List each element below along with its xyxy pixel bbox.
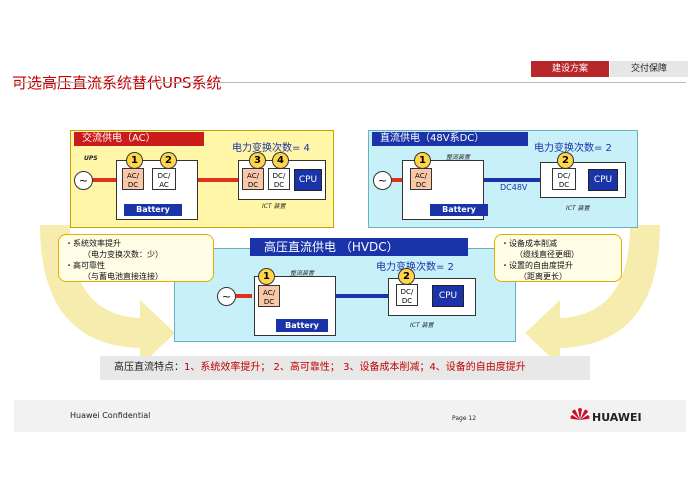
right-benefit-line-3: ・设置的自由度提升: [501, 261, 573, 270]
hvdc-cpu: CPU: [432, 285, 464, 307]
dc48-conversion-count: 电力变换次数= 2: [534, 143, 612, 154]
footer-bar: [14, 400, 686, 432]
right-benefit-line-1: ・设备成本削减: [501, 239, 557, 248]
page-title: 可选高压直流系统替代UPS系统: [12, 74, 222, 92]
summary-items: 1、系统效率提升； 2、高可靠性； 3、设备成本削减；4、设备的自由度提升: [184, 362, 526, 373]
ac-ict-caption: ICT 装置: [262, 203, 286, 210]
huawei-brand: HUAWEI: [592, 411, 642, 424]
ac-unit-acdc: AC/ DC: [122, 168, 144, 190]
ac-marker-4: 4: [272, 152, 289, 169]
ac-marker-2: 2: [160, 152, 177, 169]
dc48-unit-acdc: AC/ DC: [410, 168, 432, 190]
ac-marker-3: 3: [249, 152, 266, 169]
tab-construction-plan[interactable]: 建设方案: [531, 61, 609, 77]
hvdc-panel-heading: 高压直流供电 （HVDC）: [250, 238, 468, 256]
dc48-marker-2: 2: [557, 152, 574, 169]
ac-unit-dcac: DC/ AC: [152, 168, 176, 190]
dc48-source-icon: ~: [373, 171, 392, 190]
left-benefit-line-1: ・系统效率提升: [65, 239, 121, 248]
ups-label: UPS: [84, 155, 98, 162]
dc48-panel-heading: 直流供电（48V系DC）: [372, 132, 528, 146]
left-benefit-line-2: （电力变换次数：少）: [83, 250, 163, 259]
hvdc-source-icon: ~: [217, 287, 236, 306]
dc48-rectifier-caption: 整流装置: [446, 154, 471, 161]
hvdc-marker-1: 1: [258, 268, 275, 285]
right-benefit-line-4: （距离更长）: [519, 272, 567, 281]
hvdc-unit-dcdc: DC/ DC: [396, 284, 418, 306]
ac-cpu: CPU: [294, 169, 322, 191]
summary-prefix: 高压直流特点：: [114, 362, 184, 373]
left-benefit-line-4: （与蓄电池直接连接）: [83, 272, 163, 281]
hvdc-battery: Battery: [276, 319, 328, 332]
dc48-ict-caption: ICT 装置: [566, 205, 590, 212]
ac-battery: Battery: [124, 204, 182, 216]
hvdc-ict-caption: ICT 装置: [410, 322, 434, 329]
ac-source-icon: ~: [74, 171, 93, 190]
hvdc-conversion-count: 电力变换次数= 2: [376, 262, 454, 273]
dc48-battery: Battery: [430, 204, 488, 216]
left-benefit-line-3: ・高可靠性: [65, 261, 105, 270]
dc48-marker-1: 1: [414, 152, 431, 169]
huawei-logo-icon: [570, 408, 590, 420]
confidential-label: Huawei Confidential: [70, 411, 151, 420]
hvdc-marker-2: 2: [398, 268, 415, 285]
dc48-voltage-label: DC48V: [500, 183, 528, 192]
right-benefit-line-2: （缆线直径更细）: [515, 250, 579, 259]
ac-unit-acdc-ict: AC/ DC: [242, 168, 264, 190]
ac-panel-heading: 交流供电（AC）: [74, 132, 204, 146]
hvdc-unit-acdc: AC/ DC: [258, 285, 280, 307]
ac-marker-1: 1: [126, 152, 143, 169]
right-benefits-callout: ・设备成本削减 （缆线直径更细） ・设置的自由度提升 （距离更长）: [494, 234, 622, 282]
dc48-unit-dcdc: DC/ DC: [552, 168, 576, 190]
tab-delivery-assurance[interactable]: 交付保障: [609, 61, 688, 77]
hvdc-features-summary: 高压直流特点：1、系统效率提升； 2、高可靠性； 3、设备成本削减；4、设备的自…: [100, 356, 590, 380]
header-divider: [14, 82, 686, 83]
dc48-cpu: CPU: [588, 169, 618, 191]
ac-conversion-count: 电力变换次数= 4: [232, 143, 310, 154]
page-number: Page 12: [452, 415, 477, 422]
left-benefits-callout: ・系统效率提升 （电力变换次数：少） ・高可靠性 （与蓄电池直接连接）: [58, 234, 214, 282]
ac-unit-dcdc: DC/ DC: [268, 168, 290, 190]
hvdc-rectifier-caption: 整流装置: [290, 270, 315, 277]
